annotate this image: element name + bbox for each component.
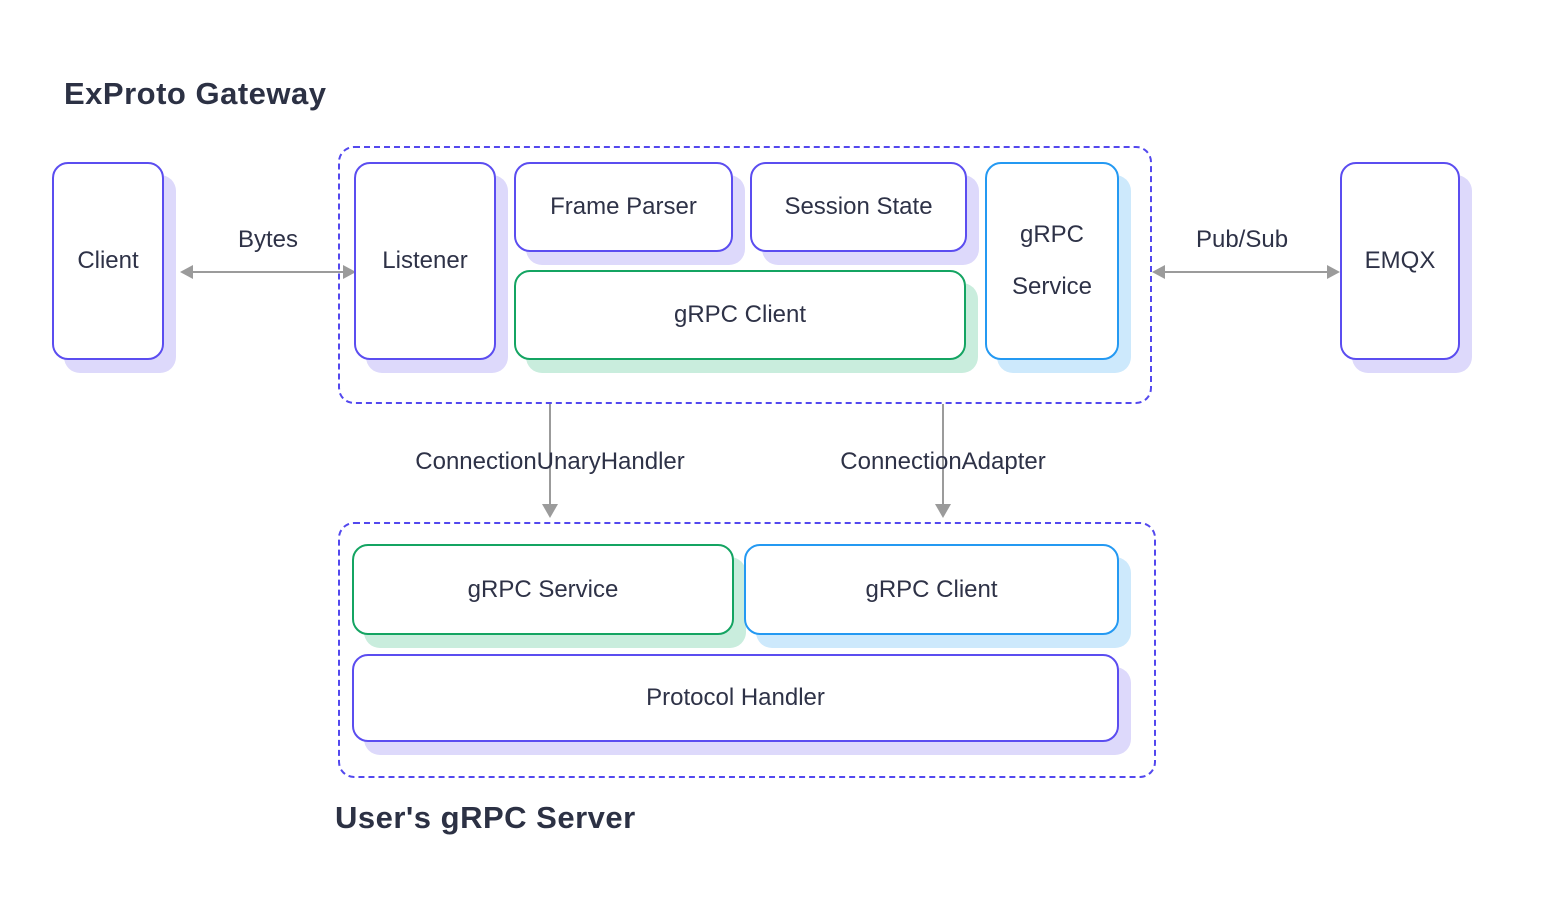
pubsub-arrow (1152, 262, 1340, 282)
bytes-arrow (180, 262, 356, 282)
arrow-shaft (190, 271, 346, 273)
node-grpc-client-server: gRPC Client (744, 544, 1119, 635)
arrow-shaft (1162, 271, 1330, 273)
edge-label-pubsub: Pub/Sub (1195, 226, 1289, 253)
node-emqx-label: EMQX (1364, 247, 1436, 275)
node-frame-parser-label: Frame Parser (550, 193, 697, 221)
node-grpc-client-gateway-label: gRPC Client (673, 301, 807, 329)
edge-label-bytes: Bytes (237, 226, 299, 253)
node-client-label: Client (77, 247, 139, 275)
arrow-head-right-icon (1327, 265, 1340, 279)
node-grpc-service-gateway: gRPC Service (985, 162, 1119, 360)
node-listener: Listener (354, 162, 496, 360)
arrow-head-left-icon (180, 265, 193, 279)
node-session-state: Session State (750, 162, 967, 252)
arrow-head-down-icon (935, 504, 951, 518)
arrow-head-right-icon (343, 265, 356, 279)
exproto-gateway-container (338, 146, 1152, 404)
node-listener-label: Listener (382, 247, 468, 275)
node-grpc-client-server-label: gRPC Client (865, 575, 998, 603)
edge-label-connection-unary-handler: ConnectionUnaryHandler (415, 448, 685, 475)
node-grpc-service-gateway-label: gRPC Service (1011, 221, 1093, 300)
users-grpc-server-container (338, 522, 1156, 778)
arrow-shaft (942, 404, 944, 508)
node-protocol-handler: Protocol Handler (352, 654, 1119, 742)
diagram-title-users-grpc-server: User's gRPC Server (335, 800, 636, 835)
diagram-title-exproto-gateway: ExProto Gateway (64, 76, 327, 111)
connection-unary-handler-arrow (542, 404, 558, 518)
node-protocol-handler-label: Protocol Handler (646, 684, 825, 712)
arrow-head-down-icon (542, 504, 558, 518)
node-client: Client (52, 162, 164, 360)
node-frame-parser: Frame Parser (514, 162, 733, 252)
arrow-head-left-icon (1152, 265, 1165, 279)
connection-adapter-arrow (935, 404, 951, 518)
edge-label-connection-adapter: ConnectionAdapter (840, 448, 1046, 475)
node-grpc-service-server-label: gRPC Service (467, 575, 619, 603)
arrow-shaft (549, 404, 551, 508)
node-grpc-client-gateway: gRPC Client (514, 270, 966, 360)
node-session-state-label: Session State (784, 193, 933, 221)
node-grpc-service-server: gRPC Service (352, 544, 734, 635)
node-emqx: EMQX (1340, 162, 1460, 360)
